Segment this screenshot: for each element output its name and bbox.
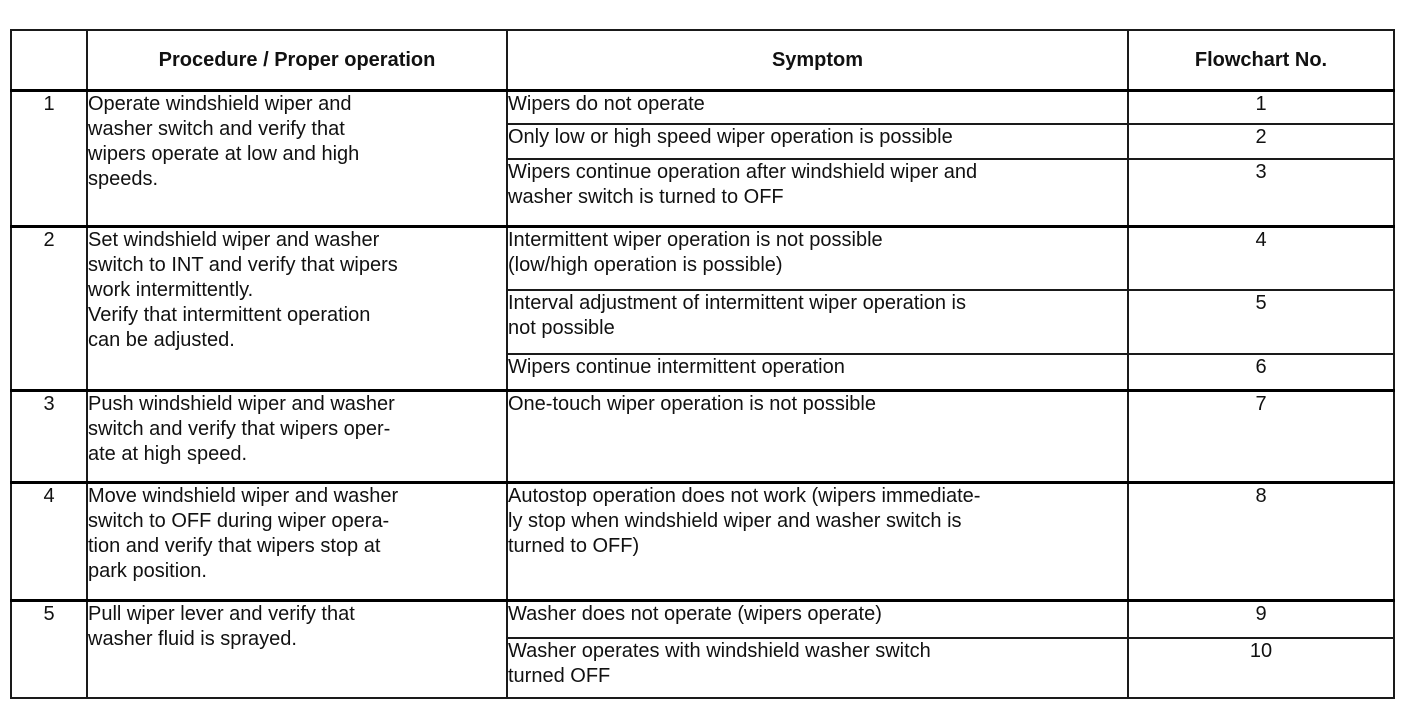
procedure-number: 2 (10, 225, 88, 392)
symptom-cell: Interval adjustment of intermittent wipe… (506, 288, 1129, 355)
symptom-text: Wipers continue operation after windshie… (508, 160, 978, 208)
table-row: Interval adjustment of intermittent wipe… (11, 288, 1395, 355)
symptom-cell: Washer does not operate (wipers operate) (506, 599, 1129, 639)
table-row: Wipers continue intermittent operation 6 (11, 352, 1395, 392)
header-flowchart: Flowchart No. (1127, 29, 1395, 92)
procedure-text-content: Move windshield wiper and washer switch … (88, 485, 399, 582)
procedure-text: Push windshield wiper and washer switch … (86, 389, 508, 484)
diagnosis-table: Procedure / Proper operation Symptom Flo… (10, 29, 1395, 699)
table-row: Wipers continue operation after windshie… (11, 157, 1395, 228)
procedure-text: Pull wiper lever and verify that washer … (86, 599, 508, 699)
flowchart-number: 10 (1127, 636, 1395, 699)
symptom-text: Intermittent wiper operation is not poss… (508, 229, 883, 276)
header-procedure: Procedure / Proper operation (86, 29, 508, 92)
procedure-number: 4 (10, 481, 88, 602)
symptom-text: Interval adjustment of intermittent wipe… (508, 291, 966, 339)
header-row: Procedure / Proper operation Symptom Flo… (10, 29, 1395, 92)
symptom-cell: Only low or high speed wiper operation i… (506, 122, 1129, 160)
table-row: Washer operates with windshield washer s… (11, 636, 1395, 699)
table-row: 1 Operate windshield wiper and washer sw… (10, 89, 1395, 228)
symptom-cell: Washer operates with windshield washer s… (506, 636, 1129, 699)
table-row: 5 Pull wiper lever and verify that washe… (10, 599, 1395, 699)
flowchart-number: 1 (1127, 89, 1395, 125)
procedure-number: 5 (10, 599, 88, 699)
symptom-text: Washer operates with windshield washer s… (508, 639, 931, 687)
table-row: Only low or high speed wiper operation i… (11, 122, 1395, 160)
procedure-text: Set windshield wiper and washer switch t… (86, 225, 508, 392)
flowchart-number: 2 (1127, 122, 1395, 160)
symptom-cell: Intermittent wiper operation is not poss… (506, 225, 1129, 291)
table-row: 2 Set windshield wiper and washer switch… (10, 225, 1395, 392)
procedure-text-content: Pull wiper lever and verify that washer … (88, 603, 355, 650)
symptom-text: Autostop operation does not work (wipers… (508, 485, 981, 557)
procedure-text: Operate windshield wiper and washer swit… (86, 89, 508, 228)
symptom-cell: Autostop operation does not work (wipers… (506, 481, 1129, 602)
symptom-cell: Wipers continue operation after windshie… (506, 157, 1129, 228)
flowchart-number: 8 (1127, 481, 1395, 602)
flowchart-number: 7 (1127, 389, 1395, 484)
symptom-text: Washer does not operate (wipers operate) (508, 603, 882, 625)
procedure-number: 3 (10, 389, 88, 484)
flowchart-number: 3 (1127, 157, 1395, 228)
flowchart-number: 6 (1127, 352, 1395, 392)
symptom-text: Wipers continue intermittent operation (508, 355, 845, 378)
symptom-text: Only low or high speed wiper operation i… (508, 125, 953, 148)
symptom-cell: Wipers do not operate (506, 89, 1129, 125)
table-row: 3 Push windshield wiper and washer switc… (10, 389, 1395, 484)
symptom-text: One-touch wiper operation is not possibl… (508, 393, 876, 415)
flowchart-number: 5 (1127, 288, 1395, 355)
symptom-cell: Wipers continue intermittent operation (506, 352, 1129, 392)
procedure-number: 1 (10, 89, 88, 228)
flowchart-number: 9 (1127, 599, 1395, 639)
procedure-text-content: Set windshield wiper and washer switch t… (88, 229, 398, 351)
procedure-text: Move windshield wiper and washer switch … (86, 481, 508, 602)
table-row: 4 Move windshield wiper and washer switc… (10, 481, 1395, 602)
procedure-text-content: Push windshield wiper and washer switch … (88, 393, 395, 465)
flowchart-number: 4 (1127, 225, 1395, 291)
symptom-cell: One-touch wiper operation is not possibl… (506, 389, 1129, 484)
symptom-text: Wipers do not operate (508, 93, 705, 115)
header-symptom: Symptom (506, 29, 1129, 92)
header-number (10, 29, 88, 92)
procedure-text-content: Operate windshield wiper and washer swit… (88, 93, 360, 190)
